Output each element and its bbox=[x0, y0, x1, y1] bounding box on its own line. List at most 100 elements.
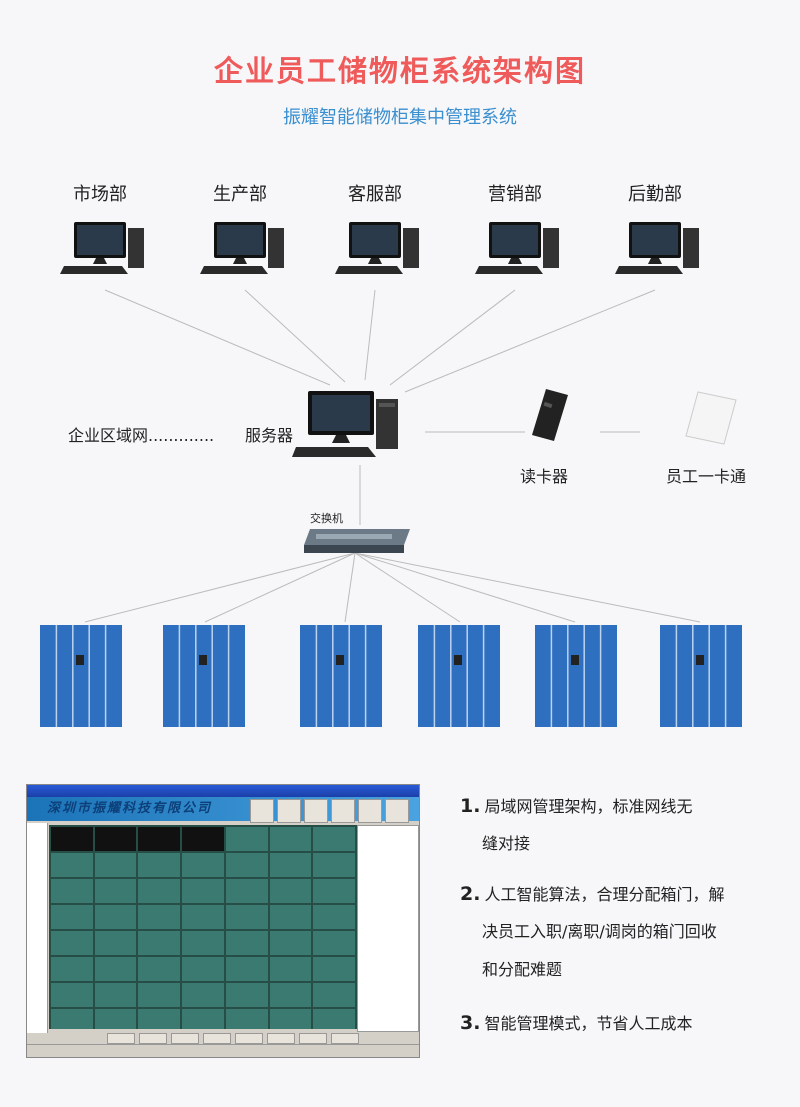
locker-cell[interactable] bbox=[269, 905, 312, 929]
department-label: 后勤部 bbox=[628, 184, 682, 205]
locker-cell[interactable] bbox=[94, 879, 137, 903]
locker-cell[interactable] bbox=[225, 983, 268, 1007]
toolbar-button[interactable] bbox=[385, 799, 409, 823]
locker-cell[interactable] bbox=[225, 853, 268, 877]
locker-cell[interactable] bbox=[51, 905, 93, 929]
software-sidebar bbox=[27, 823, 48, 1033]
software-button[interactable] bbox=[107, 1033, 135, 1044]
locker-cell[interactable] bbox=[269, 957, 312, 981]
locker-cell[interactable] bbox=[51, 957, 93, 981]
storage-locker-icon bbox=[660, 625, 742, 727]
toolbar-button[interactable] bbox=[304, 799, 328, 823]
feature-point: 3.智能管理模式，节省人工成本 bbox=[460, 1010, 790, 1048]
locker-cell[interactable] bbox=[313, 1009, 355, 1029]
toolbar-button[interactable] bbox=[277, 799, 301, 823]
locker-cell[interactable] bbox=[182, 957, 224, 981]
locker-cell[interactable] bbox=[51, 931, 93, 955]
locker-cell[interactable] bbox=[269, 983, 312, 1007]
locker-cell[interactable] bbox=[225, 905, 268, 929]
software-button-row bbox=[107, 1033, 359, 1044]
storage-locker-icon bbox=[40, 625, 122, 727]
server-label: 服务器 bbox=[245, 426, 294, 445]
locker-cell[interactable] bbox=[51, 983, 93, 1007]
locker-cell[interactable] bbox=[138, 1009, 181, 1029]
locker-cell[interactable] bbox=[269, 853, 312, 877]
toolbar-button[interactable] bbox=[331, 799, 355, 823]
locker-cell[interactable] bbox=[94, 1009, 137, 1029]
network-label: 企业区域网............. bbox=[68, 426, 215, 445]
locker-cell[interactable] bbox=[138, 905, 181, 929]
software-button[interactable] bbox=[331, 1033, 359, 1044]
employee-card-label: 员工一卡通 bbox=[666, 467, 747, 486]
locker-cell[interactable] bbox=[51, 1009, 93, 1029]
locker-cell[interactable] bbox=[225, 931, 268, 955]
storage-locker-icon bbox=[418, 625, 500, 727]
page-title: 企业员工储物柜系统架构图 bbox=[213, 54, 586, 88]
locker-cell[interactable] bbox=[269, 827, 312, 851]
locker-cell[interactable] bbox=[138, 827, 181, 851]
locker-cell[interactable] bbox=[138, 853, 181, 877]
locker-cell[interactable] bbox=[313, 879, 355, 903]
toolbar-button[interactable] bbox=[250, 799, 274, 823]
locker-cell[interactable] bbox=[94, 931, 137, 955]
software-button[interactable] bbox=[171, 1033, 199, 1044]
feature-point: 1.局域网管理架构，标准网线无缝对接 bbox=[460, 793, 790, 869]
locker-cell[interactable] bbox=[138, 931, 181, 955]
locker-cell[interactable] bbox=[182, 931, 224, 955]
locker-cell[interactable] bbox=[94, 983, 137, 1007]
locker-cell[interactable] bbox=[182, 905, 224, 929]
locker-cell[interactable] bbox=[138, 983, 181, 1007]
software-button[interactable] bbox=[299, 1033, 327, 1044]
locker-cell[interactable] bbox=[182, 827, 224, 851]
locker-cell[interactable] bbox=[269, 879, 312, 903]
feature-text: 缝对接 bbox=[482, 834, 531, 853]
locker-cell[interactable] bbox=[313, 983, 355, 1007]
software-log-panel bbox=[357, 825, 419, 1032]
locker-cell[interactable] bbox=[313, 931, 355, 955]
department-label: 客服部 bbox=[348, 184, 402, 205]
department-computer-icon bbox=[335, 222, 419, 274]
department-label: 生产部 bbox=[213, 184, 267, 205]
locker-cell[interactable] bbox=[138, 957, 181, 981]
locker-cell[interactable] bbox=[269, 1009, 312, 1029]
locker-cell[interactable] bbox=[225, 827, 268, 851]
locker-cell[interactable] bbox=[94, 905, 137, 929]
locker-cell[interactable] bbox=[51, 879, 93, 903]
department-label: 营销部 bbox=[488, 184, 542, 205]
locker-cell[interactable] bbox=[313, 853, 355, 877]
software-button[interactable] bbox=[267, 1033, 295, 1044]
locker-cell[interactable] bbox=[313, 827, 355, 851]
locker-cell[interactable] bbox=[269, 931, 312, 955]
feature-text: 人工智能算法，合理分配箱门，解 bbox=[484, 885, 725, 904]
locker-cell[interactable] bbox=[51, 827, 93, 851]
card-reader-label: 读卡器 bbox=[520, 467, 569, 486]
locker-cell[interactable] bbox=[225, 879, 268, 903]
locker-cell[interactable] bbox=[225, 957, 268, 981]
locker-cell[interactable] bbox=[182, 983, 224, 1007]
management-software-window: 深圳市振耀科技有限公司 bbox=[26, 784, 420, 1058]
software-button[interactable] bbox=[203, 1033, 231, 1044]
feature-number: 3. bbox=[460, 1012, 481, 1034]
software-button[interactable] bbox=[235, 1033, 263, 1044]
locker-cell[interactable] bbox=[94, 957, 137, 981]
locker-cell[interactable] bbox=[182, 853, 224, 877]
locker-cell[interactable] bbox=[313, 905, 355, 929]
locker-cell[interactable] bbox=[94, 827, 137, 851]
locker-cell[interactable] bbox=[94, 853, 137, 877]
locker-cell[interactable] bbox=[182, 1009, 224, 1029]
toolbar-button[interactable] bbox=[358, 799, 382, 823]
locker-cell[interactable] bbox=[182, 879, 224, 903]
locker-cell[interactable] bbox=[51, 853, 93, 877]
software-button[interactable] bbox=[139, 1033, 167, 1044]
feature-number: 1. bbox=[460, 795, 481, 817]
department-computer-icon bbox=[475, 222, 559, 274]
card-reader-icon bbox=[532, 389, 568, 441]
storage-locker-icon bbox=[163, 625, 245, 727]
locker-cell[interactable] bbox=[138, 879, 181, 903]
locker-cell[interactable] bbox=[313, 957, 355, 981]
feature-point: 2.人工智能算法，合理分配箱门，解决员工入职/离职/调岗的箱门回收和分配难题 bbox=[460, 881, 790, 995]
locker-cell[interactable] bbox=[225, 1009, 268, 1029]
department-label: 市场部 bbox=[73, 184, 127, 205]
department-computer-icon bbox=[60, 222, 144, 274]
